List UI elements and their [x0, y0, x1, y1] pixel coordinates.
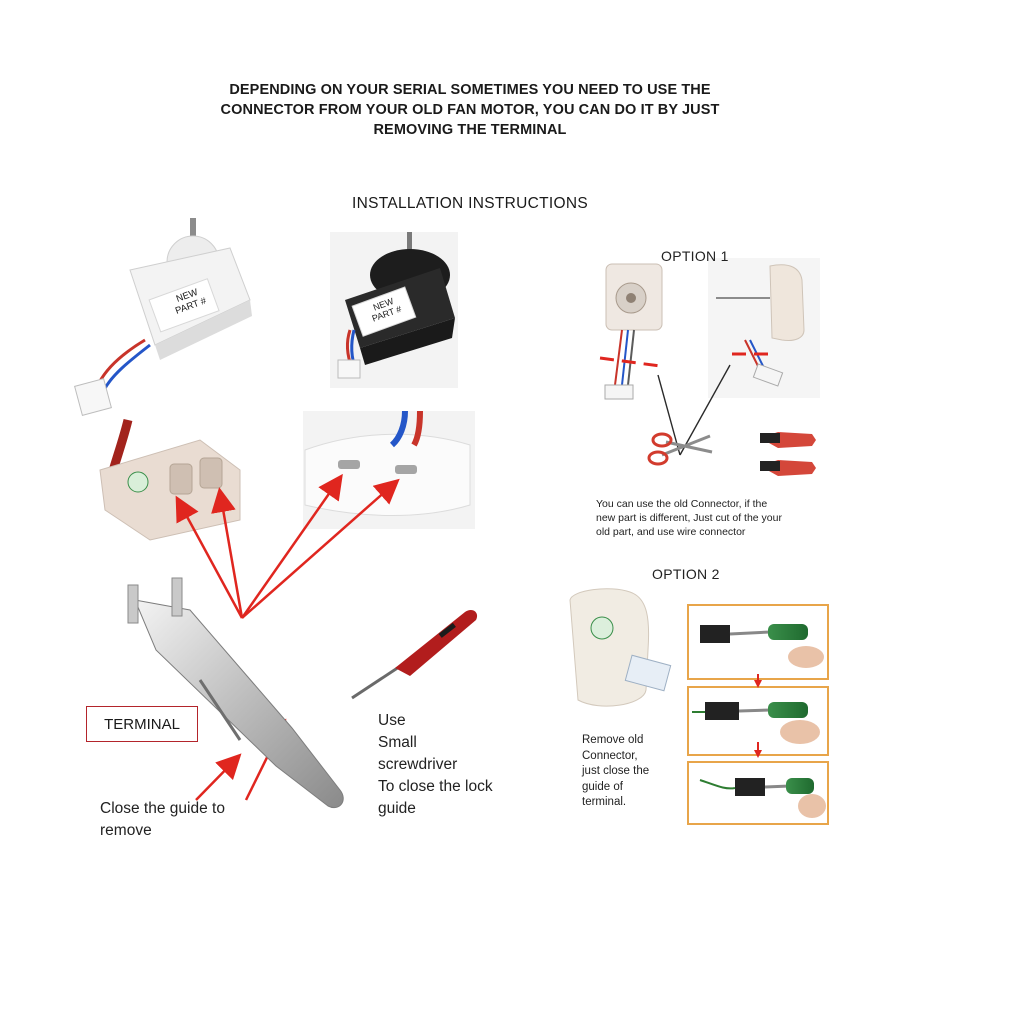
option2-step-2-image: [692, 702, 820, 744]
option2-step-3-image: [699, 778, 826, 818]
header-line-1: DEPENDING ON YOUR SERIAL SOMETIMES YOU N…: [229, 82, 711, 98]
screwdriver-caption-line-5: guide: [378, 800, 416, 817]
screwdriver-caption-line-3: screwdriver: [378, 756, 458, 773]
option2-note-line-1: Remove old: [582, 734, 644, 746]
old-connector-closeup-image: [99, 418, 241, 541]
option1-note-line-1: You can use the old Connector, if the: [596, 498, 768, 510]
option2-motor-image: [569, 588, 672, 707]
option2-title: OPTION 2: [652, 566, 720, 582]
new-part-label-1: [148, 278, 220, 333]
option2-note: Remove old Connector, just close the gui…: [582, 733, 682, 811]
new-connector-closeup-image: [303, 410, 475, 529]
option2-note-line-3: just close the: [582, 765, 650, 777]
pointer-arrows: [175, 473, 400, 801]
header-line-3: REMOVING THE TERMINAL: [373, 122, 567, 138]
header-line-2: CONNECTOR FROM YOUR OLD FAN MOTOR, YOU C…: [220, 102, 720, 118]
new-part-label-2: [351, 286, 417, 337]
guide-caption: Close the guide to remove: [100, 798, 290, 842]
header-text: DEPENDING ON YOUR SERIAL SOMETIMES YOU N…: [150, 80, 790, 140]
option1-old-motor-image: [604, 263, 663, 400]
option1-title: OPTION 1: [661, 248, 729, 264]
screwdriver-caption-line-2: Small: [378, 734, 417, 751]
option2-note-line-2: Connector,: [582, 749, 638, 762]
option1-arrows: [657, 364, 731, 456]
guide-caption-line-1: Close the guide to: [100, 800, 225, 817]
option1-note-line-2: new part is different, Just cut of the y…: [596, 512, 782, 524]
terminal-label-box: TERMINAL: [86, 706, 198, 742]
option2-step-1-image: [700, 624, 824, 668]
guide-caption-line-2: remove: [100, 822, 152, 839]
option2-note-line-4: guide of: [582, 780, 623, 793]
cut-lines: [599, 352, 768, 368]
option1-new-motor-image: [708, 258, 820, 398]
option1-note: You can use the old Connector, if the ne…: [596, 497, 826, 539]
screwdriver-caption: Use Small screwdriver To close the lock …: [378, 710, 548, 820]
wire-connector-icons: [760, 432, 816, 476]
terminal-label: TERMINAL: [104, 715, 180, 733]
option1-note-line-3: old part, and use wire connector: [596, 526, 746, 538]
screwdriver-caption-line-1: Use: [378, 712, 406, 729]
screwdriver-image: [351, 609, 478, 700]
scissors-icon: [647, 432, 713, 466]
option2-step-arrows: [754, 674, 762, 758]
option2-note-line-5: terminal.: [582, 796, 627, 808]
screwdriver-caption-line-4: To close the lock: [378, 778, 493, 795]
terminal-metal-image: [127, 577, 344, 808]
installation-instructions-title: INSTALLATION INSTRUCTIONS: [352, 195, 589, 212]
